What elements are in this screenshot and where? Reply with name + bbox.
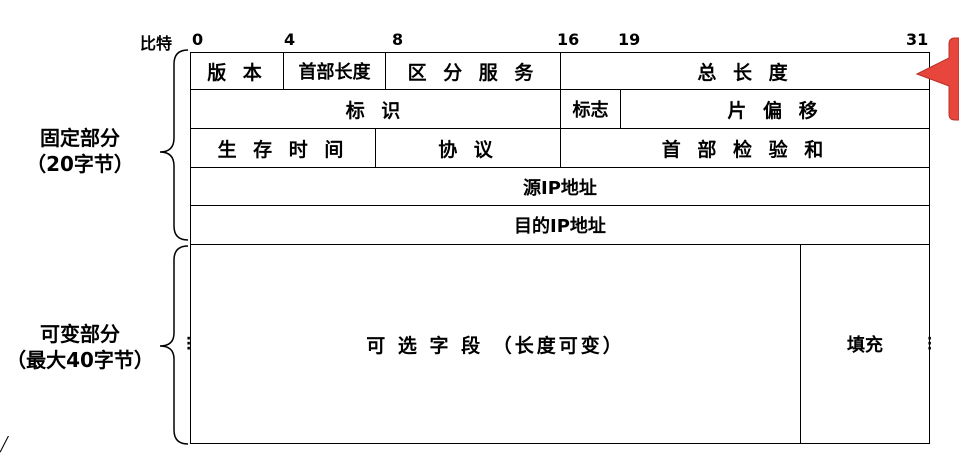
cell-destination-ip: 目的IP地址 [190, 205, 930, 245]
cell-flags: 标志 [560, 89, 621, 129]
bit-tick-4: 4 [284, 30, 296, 49]
options-left-dots: ··· [186, 331, 192, 357]
ip-header-grid: 版 本 首部长度 区 分 服 务 总 长 度 标 识 标志 片 偏 移 生 存 … [190, 52, 930, 444]
bit-tick-16: 16 [557, 30, 580, 49]
cell-protocol: 协 议 [375, 128, 561, 168]
cell-header-checksum: 首 部 检 验 和 [560, 128, 930, 168]
callout-fragment [915, 37, 959, 121]
options-right-dots: ··· [927, 331, 933, 357]
section-braces [159, 49, 189, 445]
cell-fragment-offset: 片 偏 移 [620, 89, 930, 129]
bit-tick-31: 31 [906, 30, 929, 49]
bit-tick-8: 8 [392, 30, 404, 49]
cell-padding: 填充 [800, 244, 930, 444]
fixed-section-title: 固定部分 [40, 126, 120, 150]
cell-version: 版 本 [190, 52, 284, 90]
fixed-brace [159, 49, 189, 241]
variable-section-size: （最大40字节） [6, 348, 154, 372]
cell-total-length: 总 长 度 [560, 52, 930, 90]
fixed-section-label: 固定部分 （20字节） [10, 125, 150, 177]
variable-brace [159, 245, 189, 445]
fixed-section-size: （20字节） [26, 152, 134, 176]
stray-mark: ╱ [0, 437, 9, 453]
cell-identification: 标 识 [190, 89, 561, 129]
variable-section-label: 可变部分 （最大40字节） [0, 321, 160, 373]
bit-axis-label: 比特 [140, 34, 173, 53]
bit-tick-0: 0 [192, 30, 204, 49]
cell-source-ip: 源IP地址 [190, 167, 930, 206]
cell-ttl: 生 存 时 间 [190, 128, 376, 168]
cell-differentiated-services: 区 分 服 务 [385, 52, 561, 90]
cell-options: 可 选 字 段 （长度可变） [190, 244, 801, 444]
bit-tick-19: 19 [618, 30, 641, 49]
variable-section-title: 可变部分 [40, 322, 120, 346]
cell-header-length: 首部长度 [283, 52, 386, 90]
